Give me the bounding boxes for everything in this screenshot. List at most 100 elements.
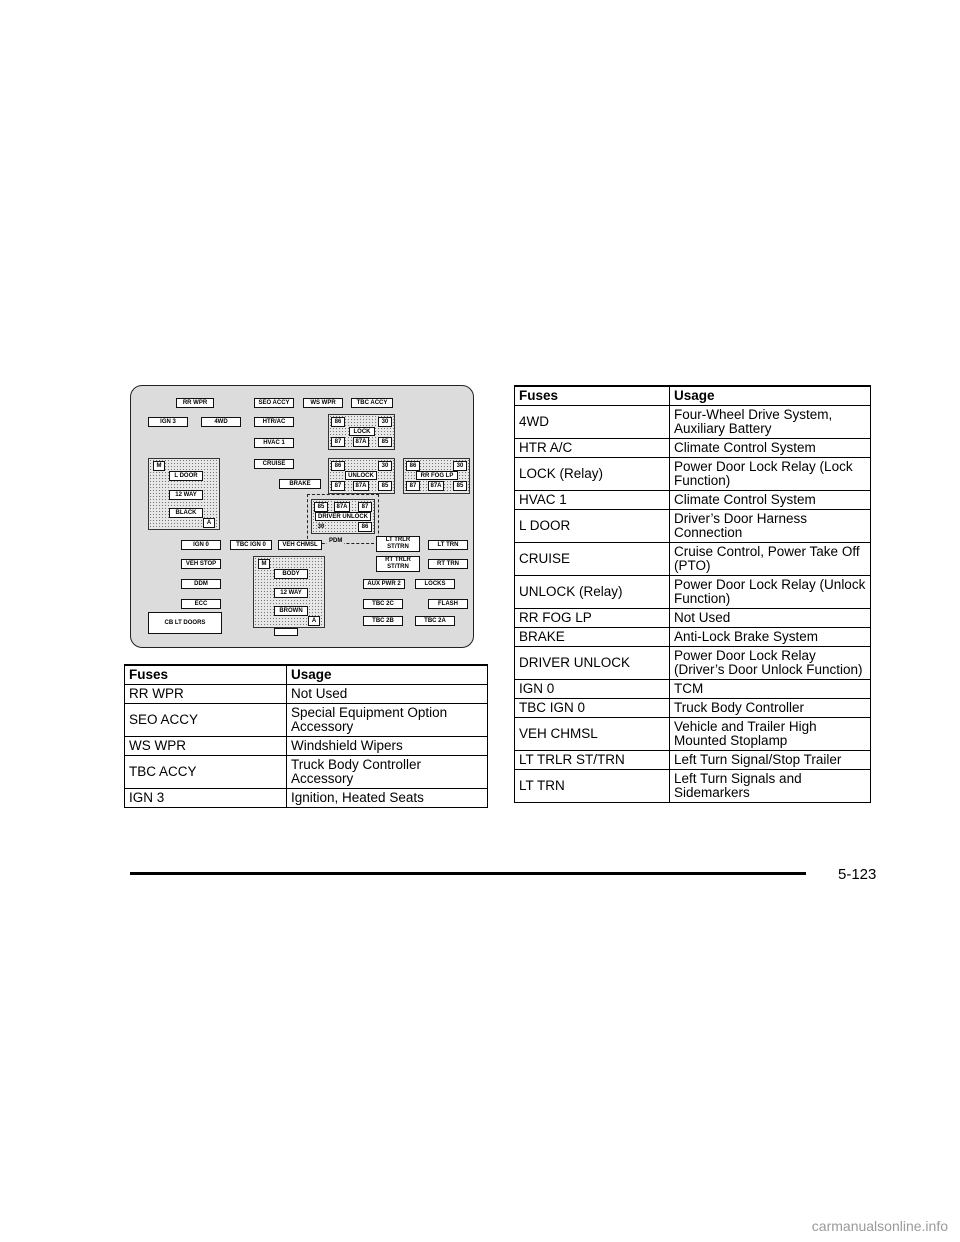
column-header: Fuses — [124, 664, 287, 685]
fuse-rr-wpr: RR WPR — [176, 398, 214, 408]
fuse-aux-pwr-2: AUX PWR 2 — [363, 579, 405, 589]
fuse-cell: RR FOG LP — [514, 608, 670, 628]
fuse-12-way: 12 WAY — [274, 588, 308, 598]
column-header: Usage — [669, 385, 871, 406]
watermark: carmanualsonline.info — [811, 1218, 948, 1234]
usage-cell: Power Door Lock Relay (Unlock Function) — [669, 575, 871, 609]
relay-pin: 86 — [331, 417, 345, 427]
column-header: Usage — [286, 664, 488, 685]
usage-cell: Anti-Lock Brake System — [669, 627, 871, 647]
relay-pin: 85 — [378, 437, 392, 447]
fuse-ddm: DDM — [181, 579, 221, 589]
fuse-cruise: CRUISE — [254, 459, 294, 469]
fuse-cell: LT TRLR ST/TRN — [514, 750, 670, 770]
usage-cell: Ignition, Heated Seats — [286, 788, 488, 808]
connector-m-label: M — [258, 559, 270, 569]
usage-cell: Power Door Lock Relay (Driver’s Door Unl… — [669, 646, 871, 680]
relay-pin: 85 — [378, 481, 392, 491]
fuse-cell: SEO ACCY — [124, 703, 287, 737]
fuse-ecc: ECC — [181, 599, 221, 609]
fuse-brown: BROWN — [274, 606, 308, 616]
relay-pin: 87A — [428, 481, 444, 491]
usage-cell: Left Turn Signals and Sidemarkers — [669, 769, 871, 803]
relay-pin: 30 — [453, 461, 467, 471]
fuse-block-diagram: RR WPR SEO ACCY WS WPR TBC ACCY IGN 3 4W… — [130, 385, 474, 648]
relay-rr-fog-lp: 86 30 RR FOG LP 87 87A 85 — [403, 458, 470, 494]
relay-unlock: 86 30 UNLOCK 87 87A 85 — [328, 458, 395, 494]
connector-black: M L DOOR 12 WAY BLACK A — [148, 458, 220, 530]
column-header: Fuses — [514, 385, 670, 406]
fuse-veh-stop: VEH STOP — [181, 559, 221, 569]
fuse-cell: IGN 0 — [514, 679, 670, 699]
fuse-cell: HTR A/C — [514, 438, 670, 458]
relay-pin: 86 — [331, 461, 345, 471]
fuse-tbc-accy: TBC ACCY — [351, 398, 393, 408]
relay-pin: 30 — [378, 417, 392, 427]
pdm-label: PDM — [327, 538, 345, 544]
relay-label: DRIVER UNLOCK — [315, 512, 371, 521]
connector-tab — [274, 628, 298, 636]
fuse-hvac-1: HVAC 1 — [254, 438, 294, 448]
fuse-brake: BRAKE — [279, 479, 321, 489]
fuse-cell: HVAC 1 — [514, 490, 670, 510]
usage-cell: Special Equipment Option Accessory — [286, 703, 488, 737]
relay-pin: 87 — [331, 481, 345, 491]
fuse-cell: VEH CHMSL — [514, 717, 670, 751]
usage-cell: Four-Wheel Drive System, Auxiliary Batte… — [669, 405, 871, 439]
connector-a-label: A — [308, 616, 320, 626]
usage-cell: Climate Control System — [669, 438, 871, 458]
usage-cell: Windshield Wipers — [286, 736, 488, 756]
fuse-l-door: L DOOR — [169, 471, 203, 481]
relay-pin: 87A — [353, 437, 369, 447]
relay-driver-unlock: 85 87A 87 DRIVER UNLOCK 30 86 — [311, 499, 375, 534]
relay-pin: 85 — [453, 481, 467, 491]
fuse-cell: RR WPR — [124, 684, 287, 704]
fuse-ws-wpr: WS WPR — [303, 398, 343, 408]
fuse-cell: LOCK (Relay) — [514, 457, 670, 491]
fuse-12-way: 12 WAY — [169, 490, 203, 500]
relay-pin: 30 — [378, 461, 392, 471]
fuse-flash: FLASH — [428, 599, 468, 609]
fuse-rt-trlr-st-trn: RT TRLR ST/TRN — [376, 556, 420, 572]
fuse-locks: LOCKS — [415, 579, 455, 589]
fuse-rt-trn: RT TRN — [428, 559, 468, 569]
fuse-tbc-2a: TBC 2A — [415, 616, 455, 626]
usage-cell: Power Door Lock Relay (Lock Function) — [669, 457, 871, 491]
fuse-tbc-ign-0: TBC IGN 0 — [230, 540, 272, 550]
usage-cell: Cruise Control, Power Take Off (PTO) — [669, 542, 871, 576]
usage-cell: Not Used — [669, 608, 871, 628]
relay-pin: 86 — [358, 522, 372, 532]
fuse-cell: DRIVER UNLOCK — [514, 646, 670, 680]
fuse-htr-ac: HTR/AC — [254, 417, 294, 427]
connector-brown: M BODY 12 WAY BROWN A — [253, 556, 325, 628]
table-header-row: Fuses Usage — [124, 664, 488, 685]
fuse-lt-trn: LT TRN — [428, 540, 468, 550]
usage-cell: Truck Body Controller — [669, 698, 871, 718]
fuse-body: BODY — [274, 569, 308, 579]
relay-pin: 87 — [358, 502, 372, 512]
usage-cell: Left Turn Signal/Stop Trailer — [669, 750, 871, 770]
fuse-cell: TBC ACCY — [124, 755, 287, 789]
relay-pin: 87A — [334, 502, 350, 512]
fuse-ign-3: IGN 3 — [148, 417, 188, 427]
relay-label: LOCK — [349, 427, 375, 436]
fuse-cell: BRAKE — [514, 627, 670, 647]
usage-cell: Truck Body Controller Accessory — [286, 755, 488, 789]
